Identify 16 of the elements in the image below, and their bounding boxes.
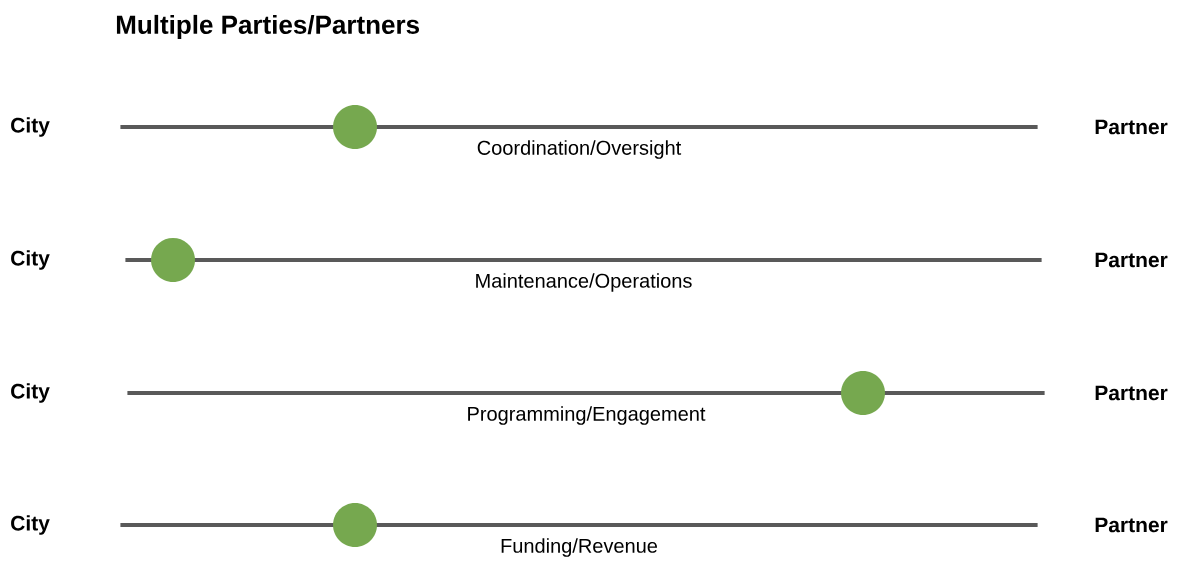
- end-label: City: [11, 515, 50, 535]
- line: [120, 523, 1038, 527]
- title: Multiple Parties/Partners: [116, 14, 419, 40]
- end-label: Partner: [1095, 252, 1168, 268]
- edge-label: Programming/Engagement: [468, 406, 706, 425]
- end-label: Partner: [1095, 385, 1168, 401]
- edge-label: Coordination/Oversight: [477, 140, 682, 159]
- line: [120, 125, 1038, 129]
- line: [127, 391, 1045, 395]
- end-label: Partner: [1095, 517, 1168, 533]
- end-label: City: [11, 250, 50, 270]
- edge-label: Maintenance/Operations: [476, 273, 692, 292]
- end-label: Partner: [1095, 119, 1168, 135]
- edge-label: Funding/Revenue: [501, 538, 658, 557]
- end-label: City: [11, 117, 50, 137]
- end-label: City: [11, 383, 50, 403]
